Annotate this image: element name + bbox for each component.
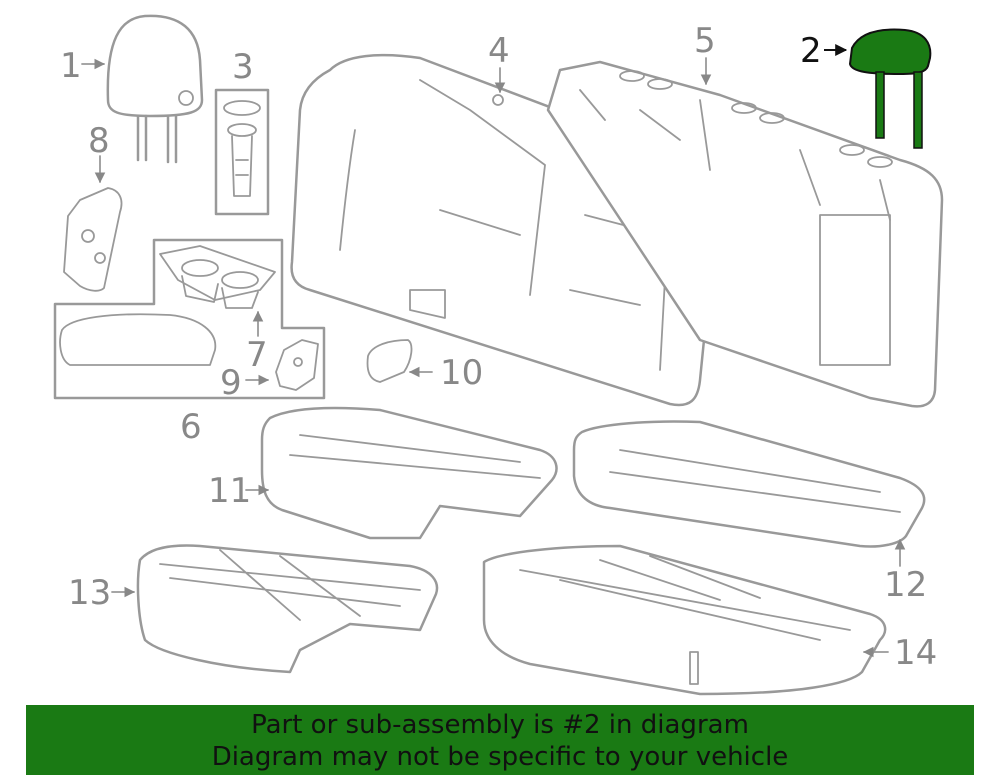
callout-12: 12 bbox=[884, 565, 927, 605]
seat-back-frame-part-5[interactable] bbox=[546, 57, 944, 408]
callout-13: 13 bbox=[68, 573, 111, 613]
cupholder-part-7[interactable] bbox=[159, 245, 276, 337]
callout-1: 1 bbox=[60, 46, 82, 86]
callout-7: 7 bbox=[246, 335, 268, 375]
callout-11: 11 bbox=[208, 471, 251, 511]
armrest-assembly-part-6[interactable] bbox=[53, 238, 326, 400]
notice-banner: Part or sub-assembly is #2 in diagram Di… bbox=[26, 705, 974, 775]
headrest-part-1[interactable] bbox=[81, 14, 204, 164]
callout-5: 5 bbox=[694, 21, 716, 61]
headrest-guide-part-3[interactable] bbox=[214, 88, 270, 216]
cushion-part-11[interactable] bbox=[245, 406, 558, 540]
callout-3: 3 bbox=[232, 47, 254, 87]
cover-part-10[interactable] bbox=[366, 339, 433, 383]
headrest-part-2-highlighted[interactable] bbox=[824, 28, 932, 149]
callout-6: 6 bbox=[180, 407, 202, 447]
bracket-part-8[interactable] bbox=[63, 155, 123, 292]
callout-10: 10 bbox=[440, 353, 483, 393]
cushion-frame-part-14[interactable] bbox=[482, 544, 889, 696]
callout-8: 8 bbox=[88, 121, 110, 161]
callout-4: 4 bbox=[488, 31, 510, 71]
callout-9: 9 bbox=[220, 363, 242, 403]
notice-line-2: Diagram may not be specific to your vehi… bbox=[211, 742, 789, 772]
seat-exploded-diagram: 1 2 3 4 5 6 7 8 9 10 11 12 13 14 bbox=[53, 14, 944, 696]
hinge-part-9[interactable] bbox=[245, 339, 319, 391]
cushion-part-12[interactable] bbox=[572, 420, 926, 567]
callout-2: 2 bbox=[800, 31, 822, 71]
callout-14: 14 bbox=[894, 633, 937, 673]
cushion-frame-part-13[interactable] bbox=[111, 544, 439, 674]
notice-line-1: Part or sub-assembly is #2 in diagram bbox=[251, 710, 749, 740]
